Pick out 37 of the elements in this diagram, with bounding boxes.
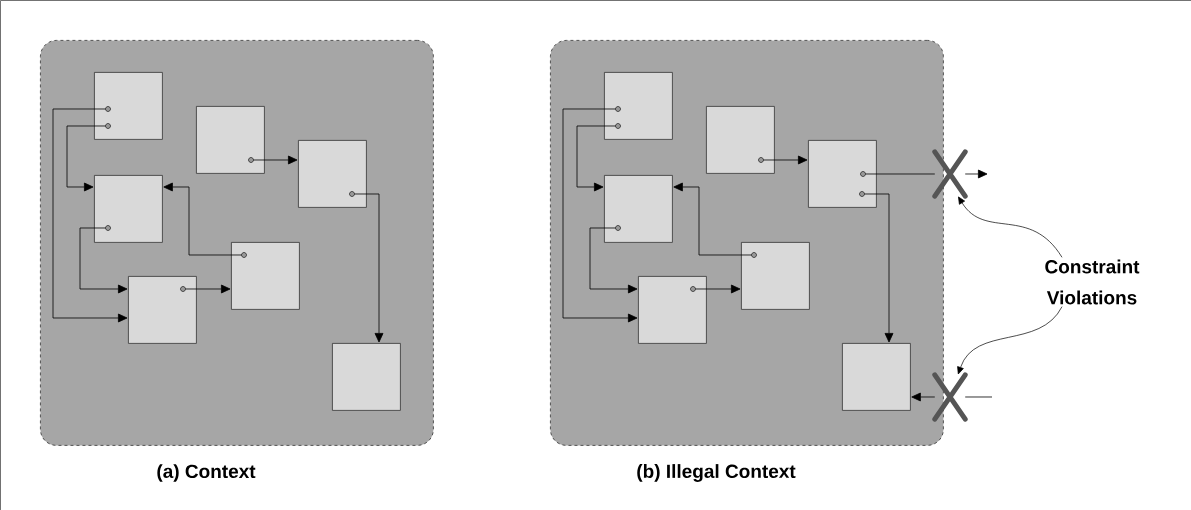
block-box xyxy=(808,140,877,208)
arrow xyxy=(576,125,616,192)
annotation-text: Constraint Violations xyxy=(1045,259,1140,305)
block-box xyxy=(604,175,673,243)
arrow xyxy=(354,193,384,343)
arrow xyxy=(562,108,638,323)
block-box xyxy=(231,242,300,310)
block-box xyxy=(842,343,911,411)
arrow xyxy=(163,182,242,256)
arrow xyxy=(589,227,638,294)
block-box xyxy=(128,276,197,344)
subfigure-caption: (a) Context xyxy=(157,464,256,482)
block-box xyxy=(332,343,401,411)
block-box xyxy=(196,106,265,174)
block-box xyxy=(741,242,810,310)
arrow xyxy=(185,284,231,294)
cross-mark xyxy=(932,149,968,199)
arrow xyxy=(964,169,988,179)
arrow xyxy=(52,108,128,323)
arrow xyxy=(79,227,128,294)
block-box xyxy=(298,140,367,208)
arrow xyxy=(763,155,808,165)
block-box xyxy=(706,106,775,174)
arrow xyxy=(253,155,298,165)
block-box xyxy=(94,175,163,243)
cross-mark xyxy=(932,372,968,422)
block-box xyxy=(604,72,673,140)
arrow xyxy=(911,392,936,402)
arrow xyxy=(66,125,106,192)
leader-arrow xyxy=(958,196,1063,258)
arrow xyxy=(695,284,741,294)
block-box xyxy=(94,72,163,140)
arrow xyxy=(864,193,894,343)
subfigure-caption: (b) Illegal Context xyxy=(637,464,796,482)
leader-arrow xyxy=(957,306,1063,375)
arrow xyxy=(673,182,752,256)
block-box xyxy=(638,276,707,344)
